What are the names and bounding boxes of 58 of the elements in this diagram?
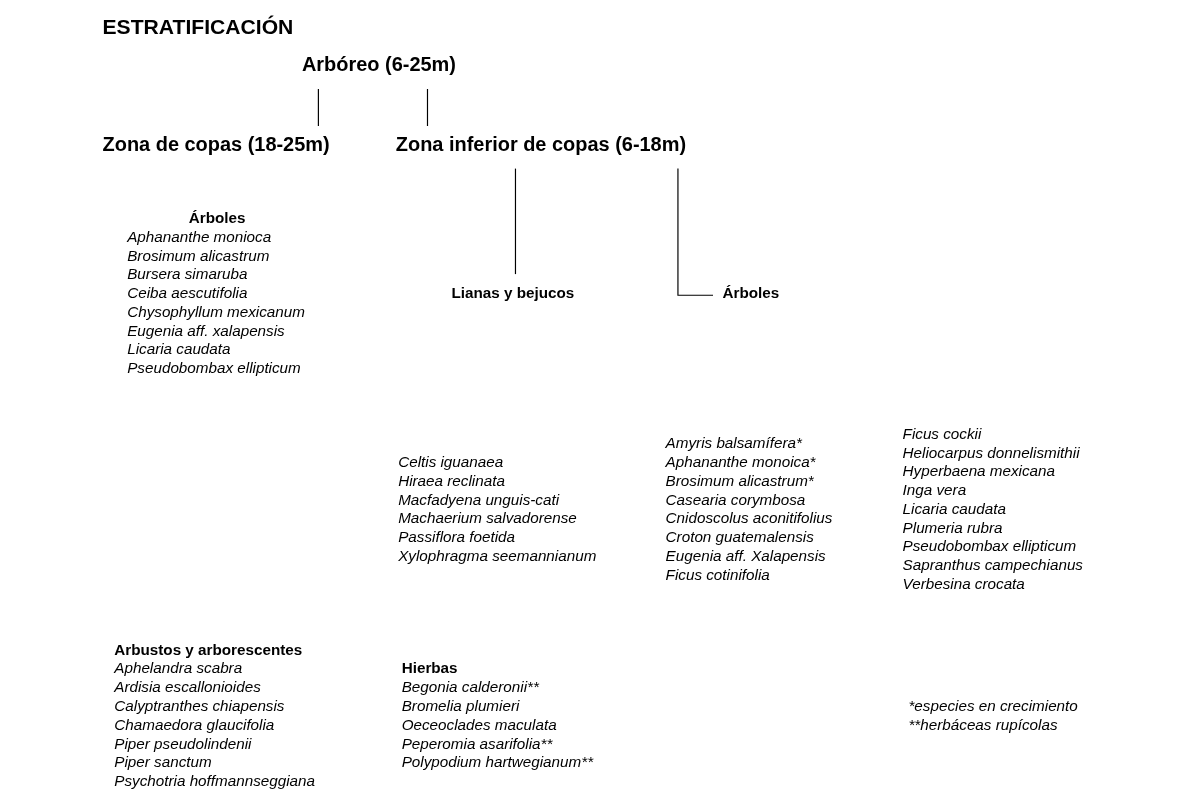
label: Cnidoscolus aconitifolius xyxy=(665,508,832,526)
label: Celtis iguanaea xyxy=(397,452,503,470)
label: Brosimum alicastrum xyxy=(126,246,269,264)
label: Macfadyena unguis-cati xyxy=(397,490,559,508)
node-text: Lianas y bejucos xyxy=(451,283,574,301)
label: Ceiba aescutifolia xyxy=(126,283,247,301)
label: Polypodium hartwegianum** xyxy=(401,752,593,770)
label: Heliocarpus donnelismithii xyxy=(902,443,1080,461)
label: Aphelandra scabra xyxy=(113,658,242,676)
label: Eugenia aff. Xalapensis xyxy=(665,546,826,564)
label: Árboles xyxy=(188,208,245,226)
label: Machaerium salvadorense xyxy=(397,508,577,526)
label: Licaria caudata xyxy=(902,499,1006,517)
node-text: Zona inferior de copas (6-18m) xyxy=(395,132,686,155)
diagram-title: ESTRATIFICACIÓN xyxy=(102,14,293,38)
label: Passiflora foetida xyxy=(397,527,515,545)
label: Begonia calderonii** xyxy=(401,677,539,695)
label: Aphananthe monoica* xyxy=(665,452,816,470)
label: Calyptranthes chiapensis xyxy=(113,696,284,714)
label: Bromelia plumieri xyxy=(401,696,519,714)
label: Croton guatemalensis xyxy=(665,527,814,545)
label: Verbesina crocata xyxy=(902,574,1025,592)
label: Piper sanctum xyxy=(113,752,212,770)
label: Hyperbaena mexicana xyxy=(902,461,1055,479)
label: Hiraea reclinata xyxy=(397,471,505,489)
connector xyxy=(676,167,714,296)
label: Eugenia aff. xalapensis xyxy=(126,321,285,339)
label: Chamaedora glaucifolia xyxy=(113,715,274,733)
connector xyxy=(426,87,428,127)
label: Ardisia escallonioides xyxy=(113,677,261,695)
label: *especies en crecimiento xyxy=(907,696,1078,714)
label: Sapranthus campechianus xyxy=(902,555,1083,573)
node-text: Zona de copas (18-25m) xyxy=(102,132,330,155)
label: **herbáceas rupícolas xyxy=(907,715,1058,733)
label: Inga vera xyxy=(902,480,966,498)
node-text: Arbóreo (6-25m) xyxy=(301,52,456,75)
node-text: Árboles xyxy=(722,283,779,301)
label: Ficus cockii xyxy=(902,424,981,442)
label: Pseudobombax ellipticum xyxy=(126,358,301,376)
label: Casearia corymbosa xyxy=(665,490,805,508)
label: Pseudobombax ellipticum xyxy=(902,536,1076,554)
label: Brosimum alicastrum* xyxy=(665,471,814,489)
label: Plumeria rubra xyxy=(902,518,1003,536)
label: Ficus cotinifolia xyxy=(665,565,770,583)
label: Psychotria hoffmannseggiana xyxy=(113,771,315,789)
label: Peperomia asarifolia** xyxy=(401,734,552,752)
label: Piper pseudolindenii xyxy=(113,734,251,752)
connector xyxy=(514,167,516,275)
label: Xylophragma seemannianum xyxy=(397,546,596,564)
connector xyxy=(317,87,319,127)
label: Chysophyllum mexicanum xyxy=(126,302,305,320)
label: Licaria caudata xyxy=(126,339,231,357)
label: Aphananthe monioca xyxy=(126,227,271,245)
label: Oeceoclades maculata xyxy=(401,715,557,733)
label: Amyris balsamífera* xyxy=(665,433,802,451)
label: Arbustos y arborescentes xyxy=(113,640,302,658)
label: Bursera simaruba xyxy=(126,264,247,282)
label: Hierbas xyxy=(401,658,458,676)
